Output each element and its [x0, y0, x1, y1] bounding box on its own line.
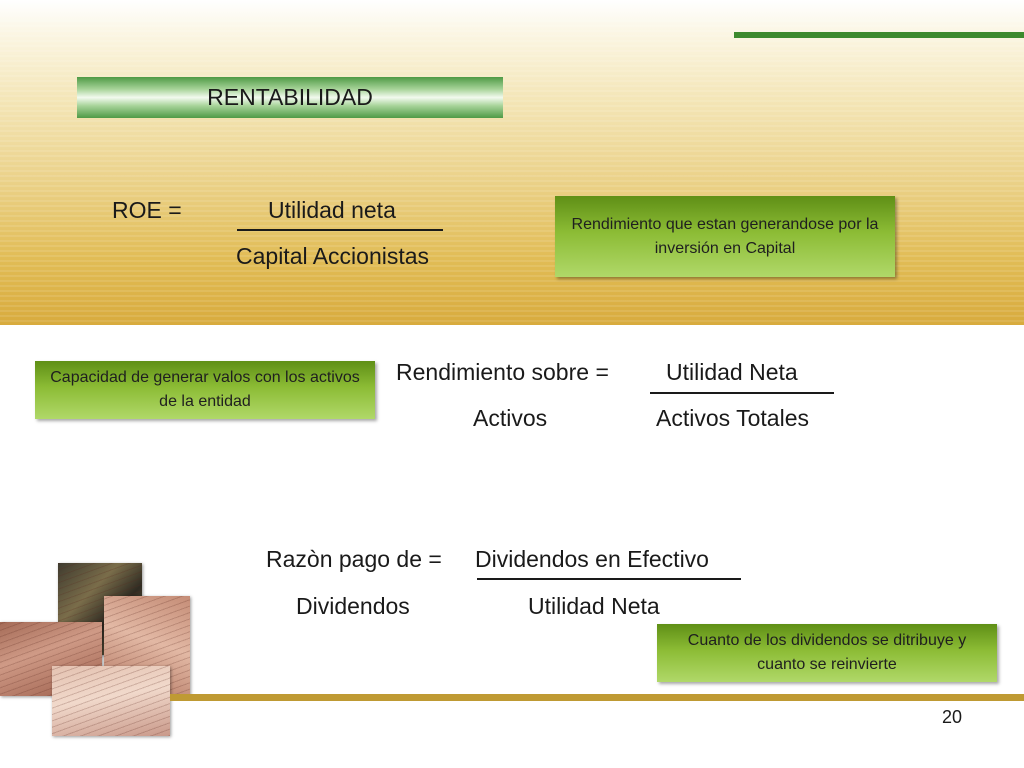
roa-denominator: Activos Totales	[656, 405, 809, 431]
roa-label-second-line: Activos	[473, 405, 548, 431]
payout-denominator: Utilidad Neta	[528, 593, 660, 619]
payout-note-text: Cuanto de los dividendos se ditribuye y …	[687, 632, 967, 673]
collage-photo	[52, 666, 170, 736]
photo-texture	[52, 666, 170, 736]
roa-label: Rendimiento sobre =	[396, 359, 609, 385]
roe-fraction-line	[237, 229, 443, 231]
payout-note-box: Cuanto de los dividendos se ditribuye y …	[657, 624, 997, 682]
roe-label: ROE =	[112, 197, 182, 223]
roe-note-text: Rendimiento que estan generandose por la…	[571, 215, 879, 257]
payout-label-second-line: Dividendos	[296, 593, 410, 619]
top-accent-rule	[734, 32, 1024, 38]
bottom-accent-rule	[170, 694, 1024, 701]
payout-label: Razòn pago de =	[266, 546, 442, 572]
roe-numerator: Utilidad neta	[268, 197, 396, 223]
roa-note-box: Capacidad de generar valos con los activ…	[35, 361, 375, 419]
page-number: 20	[941, 707, 963, 727]
slide-title-text: RENTABILIDAD	[207, 84, 373, 110]
roa-fraction-line	[650, 392, 834, 394]
payout-numerator: Dividendos en Efectivo	[475, 546, 709, 572]
roa-note-text: Capacidad de generar valos con los activ…	[50, 369, 360, 410]
roe-note-box: Rendimiento que estan generandose por la…	[555, 196, 895, 277]
roe-denominator: Capital Accionistas	[236, 243, 430, 269]
payout-fraction-line	[477, 578, 741, 580]
roa-numerator: Utilidad Neta	[666, 359, 798, 385]
slide-title: RENTABILIDAD	[77, 77, 503, 118]
